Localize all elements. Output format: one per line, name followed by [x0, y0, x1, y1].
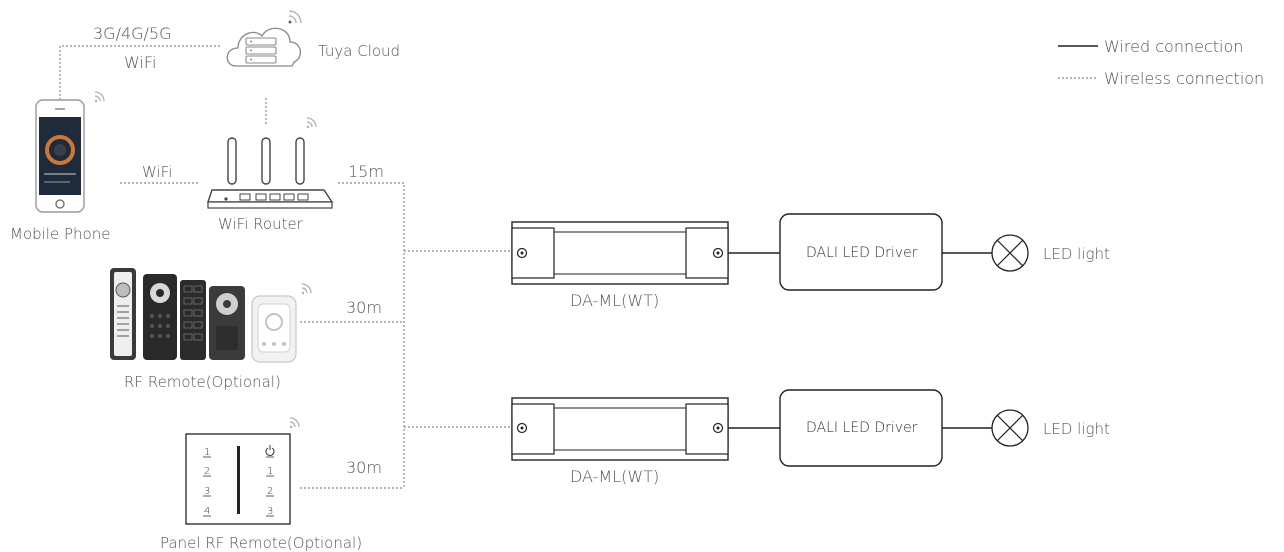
led-light-2-label: LED light: [1043, 420, 1110, 438]
dali-controller-2: [511, 397, 729, 461]
cloud-network-label: 3G/4G/5G: [93, 24, 172, 43]
driver-1-label: DALI LED Driver: [806, 245, 918, 261]
controller-1-label: DA-ML(WT): [570, 291, 659, 310]
panel-left-keys: 1 2 3 4: [203, 447, 211, 517]
tuya-cloud: Tuya Cloud 3G/4G/5G WiFi: [93, 10, 400, 72]
phone-cloud-link: [59, 45, 222, 100]
panel-remote-slider: [237, 446, 240, 514]
controller-row-1: DA-ML(WT) DALI LED Driver LED light: [511, 213, 1110, 310]
panel-right-keys: 1 2 3: [266, 466, 274, 517]
led-light-2-icon: [991, 409, 1029, 447]
driver-2-label: DALI LED Driver: [806, 420, 918, 436]
cloud-label: Tuya Cloud: [318, 42, 400, 60]
phone-signal-icon: [94, 91, 105, 103]
phone-router-wifi-label: WiFi: [142, 163, 172, 181]
controller-row-2: DA-ML(WT) DALI LED Driver LED light: [511, 389, 1110, 486]
panel-key-right-1: 1: [267, 466, 273, 477]
wifi-router: WiFi Router: [207, 117, 334, 233]
panel-remote: 1 2 3 4 1 2 3 Panel RF Remote(Opti: [160, 417, 362, 552]
panel-remote-signal-icon: [289, 417, 300, 429]
wireless-links: 15m 30m 30m: [300, 162, 512, 489]
router-link-15m: [338, 182, 405, 488]
dali-controller-1: [511, 221, 729, 285]
panel-key-left-2: 2: [204, 466, 210, 477]
rf-remote: RF Remote(Optional): [110, 268, 312, 391]
legend: Wired connection Wireless connection: [1058, 37, 1264, 88]
led-light-1-icon: [991, 234, 1029, 272]
phone-icon: [35, 99, 85, 213]
cloud-wifi-label: WiFi: [124, 53, 156, 72]
panel-key-left-1: 1: [204, 447, 210, 458]
cloud-signal-icon: [288, 10, 302, 24]
legend-wired-label: Wired connection: [1104, 37, 1243, 56]
rf-remote-icon: [110, 268, 297, 363]
rf-remote-signal-icon: [301, 283, 312, 295]
phone-label: Mobile Phone: [10, 225, 110, 243]
panel-remote-distance-label: 30m: [346, 458, 382, 477]
mobile-phone: Mobile Phone: [10, 91, 110, 243]
router-signal-icon: [306, 117, 317, 129]
rf-remote-label: RF Remote(Optional): [124, 373, 281, 391]
rf-remote-distance-label: 30m: [346, 298, 382, 317]
router-distance-label: 15m: [348, 162, 384, 181]
cloud-icon: [226, 27, 301, 67]
router-icon: [207, 137, 334, 209]
router-label: WiFi Router: [218, 215, 304, 233]
panel-key-right-2: 2: [267, 486, 273, 497]
panel-key-right-3: 3: [267, 506, 273, 517]
controller-2-label: DA-ML(WT): [570, 467, 659, 486]
panel-power-icon: [265, 445, 275, 458]
panel-key-left-4: 4: [204, 506, 210, 517]
panel-remote-label: Panel RF Remote(Optional): [160, 534, 362, 552]
panel-key-left-3: 3: [204, 486, 210, 497]
legend-wireless-label: Wireless connection: [1104, 69, 1264, 88]
dali-driver-1: [779, 213, 943, 291]
led-light-1-label: LED light: [1043, 245, 1110, 263]
